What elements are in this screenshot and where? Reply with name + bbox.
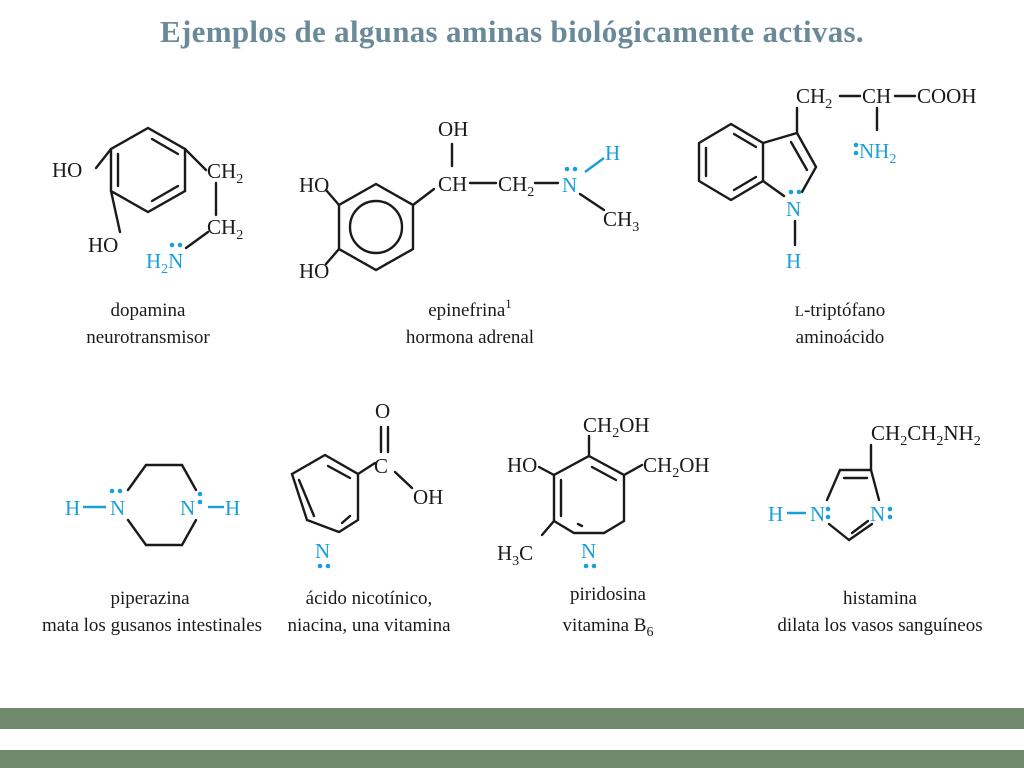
tryptophan-nh: H [786, 249, 801, 273]
tryptophan-ch2: CH2 [796, 84, 832, 112]
pyridoxine-ho: HO [507, 453, 537, 477]
nicotinic-n: N [315, 539, 330, 563]
pyridoxine-ch2oh-top: CH2OH [583, 413, 650, 441]
piperazine-h-right: H [225, 496, 240, 520]
histamine-n-right: N [870, 502, 885, 526]
caption-nicotinico-role: niacina, una vitamina [287, 615, 451, 636]
epinephrine-ch3: CH3 [603, 207, 639, 235]
piperazine-h-left: H [65, 496, 80, 520]
dopamine-nh2: H2N [146, 249, 183, 277]
nicotinic-acid-structure: O C OH N [290, 399, 443, 569]
histamine-structure: CH2CH2NH2 H N N [768, 421, 981, 542]
dopamine-structure: HO HO CH2 CH2 H2N [52, 126, 243, 277]
caption-nicotinico-name: ácido nicotínico, [306, 588, 433, 609]
epinephrine-nh: H [605, 141, 620, 165]
piperazine-n-left: N [110, 496, 125, 520]
epinephrine-ch2: CH2 [498, 172, 534, 200]
pyridoxine-h3c: H3C [497, 541, 533, 569]
caption-dopamina-name: dopamina [111, 300, 186, 321]
footer-band-top [0, 708, 1024, 729]
caption-piperazina-role: mata los gusanos intestinales [42, 615, 262, 636]
caption-histamina-role: dilata los vasos sanguíneos [777, 615, 982, 636]
caption-histamina-name: histamina [843, 588, 917, 609]
pyridoxine-n: N [581, 539, 596, 563]
tryptophan-cooh: COOH [917, 84, 977, 108]
piperazine-structure: H N N H [65, 463, 240, 547]
dopamine-ho-top: HO [52, 158, 82, 182]
tryptophan-nh2: NH2 [859, 139, 896, 167]
nicotinic-o: O [375, 399, 390, 423]
histamine-n-left: N [810, 502, 825, 526]
caption-piperazina-name: piperazina [110, 588, 190, 609]
epinephrine-ho-bottom: HO [299, 259, 329, 283]
epinephrine-ho-top: HO [299, 173, 329, 197]
dopamine-ch2-a: CH2 [207, 159, 243, 187]
caption-triptofano-role: aminoácido [796, 327, 885, 348]
caption-epinefrina-role: hormona adrenal [406, 327, 534, 348]
nicotinic-oh: OH [413, 485, 443, 509]
caption-epinefrina-name: epinefrina1 [428, 296, 512, 321]
epinephrine-n: N [562, 173, 577, 197]
tryptophan-ch: CH [862, 84, 891, 108]
pyridoxine-structure: CH2OH CH2OH HO H3C N [497, 413, 710, 569]
epinephrine-structure: HO HO OH CH CH2 N H CH3 [299, 117, 639, 283]
page-title: Ejemplos de algunas aminas biológicament… [160, 14, 864, 49]
footer-band-bottom [0, 750, 1024, 768]
caption-piridosina-role: vitamina B6 [563, 615, 654, 640]
epinephrine-ch: CH [438, 172, 467, 196]
tryptophan-n: N [786, 197, 801, 221]
epinephrine-oh: OH [438, 117, 468, 141]
piperazine-n-right: N [180, 496, 195, 520]
caption-dopamina-role: neurotransmisor [86, 327, 210, 348]
histamine-h: H [768, 502, 783, 526]
tryptophan-structure: CH2 CH COOH NH2 N H [697, 84, 977, 273]
pyridoxine-ch2oh-right: CH2OH [643, 453, 710, 481]
histamine-chain: CH2CH2NH2 [871, 421, 981, 449]
dopamine-ch2-b: CH2 [207, 215, 243, 243]
caption-piridosina-name: piridosina [570, 584, 647, 605]
nicotinic-c: C [374, 454, 388, 478]
caption-triptofano-name: L-triptófano [795, 300, 885, 321]
dopamine-ho-bottom: HO [88, 233, 118, 257]
